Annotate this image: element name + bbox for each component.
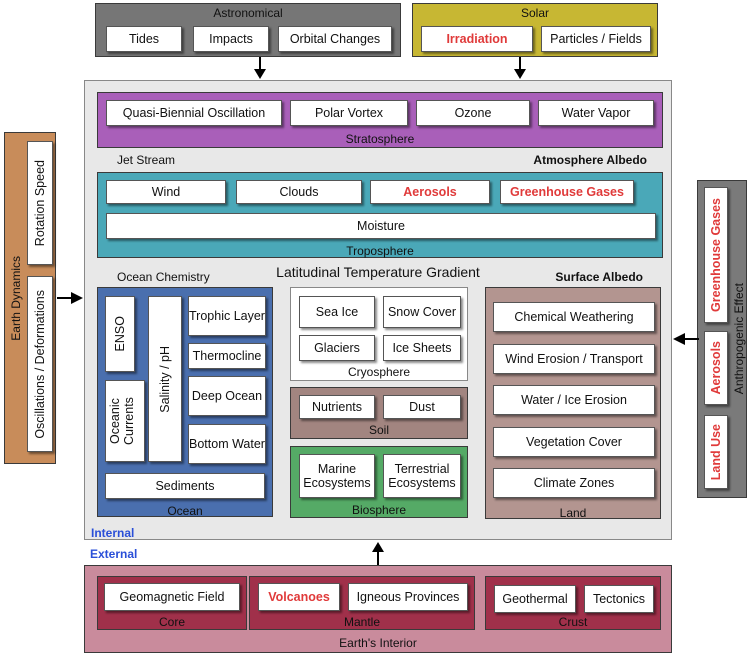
irradiation-box: Irradiation — [421, 26, 533, 52]
anthropogenic-title: Anthropogenic Effect — [732, 283, 746, 395]
solar-arrow — [514, 57, 526, 79]
snow-cover-box: Snow Cover — [383, 296, 461, 328]
anthropogenic-arrow — [673, 333, 699, 345]
chemical-weathering-box: Chemical Weathering — [493, 302, 655, 332]
cryosphere-group: Sea Ice Snow Cover Glaciers Ice Sheets C… — [290, 287, 468, 381]
qbo-box: Quasi-Biennial Oscillation — [106, 100, 282, 126]
polar-vortex-box: Polar Vortex — [290, 100, 408, 126]
earth-dynamics-arrow — [57, 292, 83, 304]
interior-arrow — [372, 542, 384, 566]
geothermal-box: Geothermal — [494, 585, 576, 613]
greenhouse-gases-box: Greenhouse Gases — [500, 180, 634, 204]
troposphere-title: Troposphere — [346, 244, 414, 258]
vegetation-cover-box: Vegetation Cover — [493, 427, 655, 457]
thermocline-box: Thermocline — [188, 343, 266, 369]
jet-stream-label: Jet Stream — [117, 153, 176, 167]
crust-title: Crust — [558, 615, 588, 629]
biosphere-title: Biosphere — [351, 503, 407, 517]
solar-title: Solar — [520, 6, 549, 20]
volcanoes-box: Volcanoes — [258, 583, 340, 611]
oscillations-box: Oscillations / Deformations — [27, 276, 53, 452]
astronomical-group: Astronomical Tides Impacts Orbital Chang… — [95, 3, 401, 57]
land-title: Land — [559, 506, 587, 520]
rotation-speed-box: Rotation Speed — [27, 141, 53, 265]
orbital-changes-box: Orbital Changes — [278, 26, 392, 52]
temperature-gradient-label: Latitudinal Temperature Gradient — [276, 264, 480, 280]
ice-sheets-box: Ice Sheets — [383, 335, 461, 361]
astronomical-title: Astronomical — [213, 6, 283, 20]
greenhouse-gases-anthro-box: Greenhouse Gases — [704, 187, 728, 323]
mantle-group: Volcanoes Igneous Provinces Mantle — [249, 576, 475, 630]
dust-box: Dust — [383, 395, 461, 419]
stratosphere-title: Stratosphere — [345, 132, 415, 146]
astronomical-arrow — [254, 57, 266, 79]
ocean-chemistry-label: Ocean Chemistry — [117, 270, 210, 284]
land-use-box: Land Use — [704, 415, 728, 489]
mantle-title: Mantle — [343, 615, 381, 629]
tides-box: Tides — [106, 26, 182, 52]
sea-ice-box: Sea Ice — [299, 296, 375, 328]
earth-dynamics-group: Earth Dynamics Rotation Speed Oscillatio… — [4, 132, 56, 464]
internal-system: Quasi-Biennial Oscillation Polar Vortex … — [84, 80, 672, 540]
salinity-ph-box: Salinity / pH — [148, 296, 182, 462]
marine-ecosystems-box: Marine Ecosystems — [299, 454, 375, 498]
earth-interior-group: Geomagnetic Field Core Volcanoes Igneous… — [84, 565, 672, 653]
wind-box: Wind — [106, 180, 226, 204]
oceanic-currents-box: Oceanic Currents — [105, 380, 145, 462]
earth-dynamics-title: Earth Dynamics — [9, 255, 23, 341]
geomagnetic-field-box: Geomagnetic Field — [104, 583, 240, 611]
stratosphere-group: Quasi-Biennial Oscillation Polar Vortex … — [97, 92, 663, 148]
igneous-provinces-box: Igneous Provinces — [348, 583, 468, 611]
surface-albedo-label: Surface Albedo — [555, 270, 643, 284]
clouds-box: Clouds — [236, 180, 362, 204]
internal-label: Internal — [91, 526, 135, 540]
core-title: Core — [158, 615, 185, 629]
trophic-layer-box: Trophic Layer — [188, 296, 266, 336]
external-label: External — [90, 547, 138, 561]
cryosphere-title: Cryosphere — [347, 365, 411, 379]
glaciers-box: Glaciers — [299, 335, 375, 361]
solar-group: Solar Irradiation Particles / Fields — [412, 3, 658, 57]
anthropogenic-group: Greenhouse Gases Aerosols Land Use Anthr… — [697, 180, 747, 498]
tectonics-box: Tectonics — [584, 585, 654, 613]
troposphere-group: Wind Clouds Aerosols Greenhouse Gases Mo… — [97, 172, 663, 258]
climate-zones-box: Climate Zones — [493, 468, 655, 498]
water-ice-erosion-box: Water / Ice Erosion — [493, 385, 655, 415]
ocean-title: Ocean — [167, 504, 203, 518]
aerosols-box: Aerosols — [370, 180, 490, 204]
biosphere-group: Marine Ecosystems Terrestrial Ecosystems… — [290, 446, 468, 518]
moisture-box: Moisture — [106, 213, 656, 239]
aerosols-anthro-box: Aerosols — [704, 331, 728, 405]
core-group: Geomagnetic Field Core — [97, 576, 247, 630]
crust-group: Geothermal Tectonics Crust — [485, 576, 661, 630]
land-group: Chemical Weathering Wind Erosion / Trans… — [485, 287, 661, 520]
nutrients-box: Nutrients — [299, 395, 375, 419]
terrestrial-ecosystems-box: Terrestrial Ecosystems — [383, 454, 461, 498]
enso-box: ENSO — [105, 296, 135, 372]
water-vapor-box: Water Vapor — [538, 100, 654, 126]
sediments-box: Sediments — [105, 473, 265, 499]
soil-group: Nutrients Dust Soil — [290, 387, 468, 439]
particles-fields-box: Particles / Fields — [541, 26, 651, 52]
atmosphere-albedo-label: Atmosphere Albedo — [533, 153, 647, 167]
bottom-water-box: Bottom Water — [188, 424, 266, 464]
ozone-box: Ozone — [416, 100, 530, 126]
ocean-group: ENSO Oceanic Currents Salinity / pH Trop… — [97, 287, 273, 518]
impacts-box: Impacts — [193, 26, 269, 52]
earth-interior-title: Earth's Interior — [339, 636, 417, 650]
deep-ocean-box: Deep Ocean — [188, 376, 266, 416]
soil-title: Soil — [368, 423, 389, 437]
wind-erosion-box: Wind Erosion / Transport — [493, 344, 655, 374]
